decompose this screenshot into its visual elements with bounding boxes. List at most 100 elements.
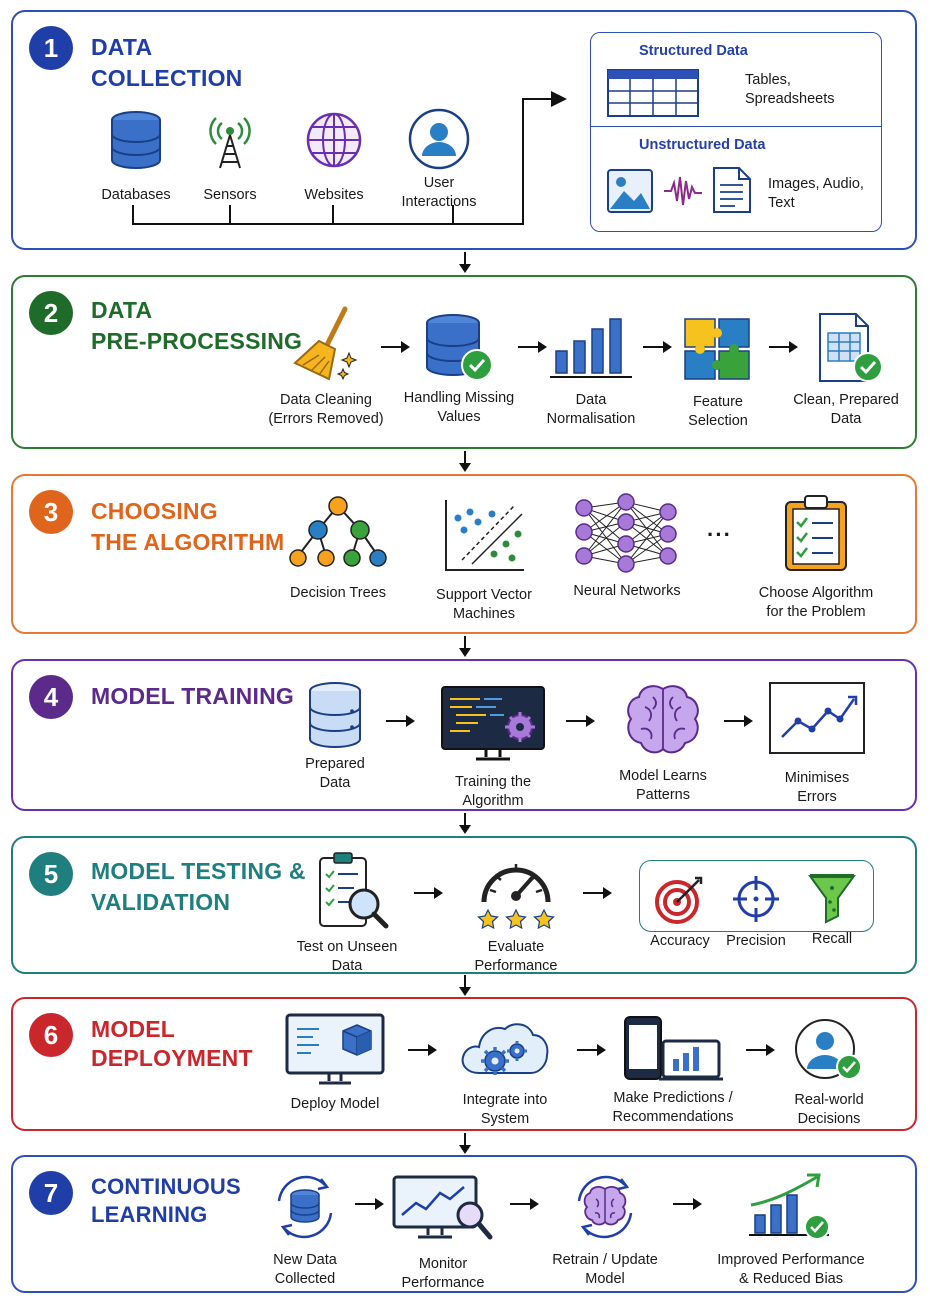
- structured-data-desc: Tables, Spreadsheets: [745, 72, 835, 107]
- database-check-icon: [426, 314, 493, 381]
- train-minimises-errors: Minimises Errors: [765, 681, 869, 807]
- stage-number: 2: [29, 291, 73, 335]
- step-handling-missing: Handling Missing Values: [393, 313, 525, 427]
- database-icon: [309, 682, 361, 748]
- down-arrow-5: [459, 975, 471, 996]
- sources-connector: [132, 91, 567, 225]
- user-check-icon: [795, 1019, 862, 1080]
- arrow-right: [518, 341, 547, 353]
- gauge-stars-icon: [477, 864, 555, 930]
- source-databases: Databases: [91, 110, 181, 205]
- decision-tree-icon: [289, 496, 387, 567]
- stage-title: CHOOSING THE ALGORITHM: [91, 498, 285, 555]
- devices-chart-icon: [624, 1016, 723, 1081]
- cloud-gears-icon: [461, 1023, 549, 1075]
- stage-model-deployment: 6 MODEL DEPLOYMENT Deploy Model Integrat…: [11, 997, 917, 1131]
- source-sensors: Sensors: [185, 110, 275, 205]
- arrow-right: [355, 1198, 384, 1210]
- table-icon: [607, 69, 699, 117]
- down-arrow-3: [459, 636, 471, 657]
- step-clean-data: Clean, Prepared Data: [783, 313, 909, 429]
- more-algorithms-ellipsis: ···: [707, 522, 732, 547]
- algo-svm: Support Vector Machines: [419, 498, 549, 624]
- image-icon: [607, 169, 653, 213]
- stage-number: 4: [29, 675, 73, 719]
- learn-retrain: Retrain / Update Model: [539, 1171, 671, 1289]
- stage-title: MODEL DEPLOYMENT: [91, 1016, 253, 1071]
- puzzle-icon: [684, 318, 750, 380]
- deploy-model: Deploy Model: [279, 1013, 391, 1114]
- deploy-integrate: Integrate into System: [449, 1017, 561, 1129]
- clean-sheet-icon: [819, 313, 883, 382]
- algo-neural-networks: Neural Networks: [561, 492, 693, 601]
- monitor-code-icon: [441, 686, 545, 761]
- growth-chart-check-icon: [749, 1173, 830, 1240]
- stage-data-collection: 1 DATA COLLECTION Databases Sensors Webs…: [11, 10, 917, 250]
- structured-data-heading: Structured Data: [639, 43, 748, 59]
- arrow-right: [414, 887, 443, 899]
- test-evaluate-performance: Evaluate Performance: [457, 852, 575, 976]
- stage-title: CONTINUOUS LEARNING: [91, 1174, 241, 1227]
- funnel-icon: [808, 874, 856, 924]
- bar-chart-icon: [550, 318, 632, 378]
- target-icon: [655, 876, 703, 924]
- arrow-right: [769, 341, 798, 353]
- stage-number: 6: [29, 1013, 73, 1057]
- user-icon: [408, 108, 470, 170]
- stage-testing-validation: 5 MODEL TESTING & VALIDATION Test on Uns…: [11, 836, 917, 974]
- stage-data-preprocessing: 2 DATA PRE-PROCESSING Data Cleaning (Err…: [11, 275, 917, 449]
- brain-cycle-icon: [577, 1175, 633, 1239]
- globe-icon: [306, 112, 362, 168]
- step-normalisation: Data Normalisation: [535, 315, 647, 429]
- learn-monitor-performance: Monitor Performance: [389, 1175, 497, 1293]
- stage-title: DATA PRE-PROCESSING: [91, 297, 303, 354]
- metric-precision: Precision: [719, 874, 793, 951]
- stage-number: 7: [29, 1171, 73, 1215]
- down-arrow-6: [459, 1133, 471, 1154]
- metric-accuracy: Accuracy: [643, 874, 717, 951]
- database-icon: [111, 111, 161, 169]
- metrics-panel: [639, 860, 874, 932]
- stage-title: MODEL TESTING & VALIDATION: [91, 858, 306, 915]
- arrow-right: [583, 887, 612, 899]
- stage-number: 3: [29, 490, 73, 534]
- document-icon: [713, 167, 751, 213]
- metric-recall: Recall: [797, 872, 867, 949]
- step-feature-selection: Feature Selection: [677, 317, 759, 431]
- neural-network-icon: [575, 493, 677, 573]
- data-types-divider: [591, 126, 881, 127]
- learn-new-data: New Data Collected: [259, 1171, 351, 1289]
- monitor-cube-icon: [285, 1013, 385, 1085]
- down-arrow-1: [459, 252, 471, 273]
- audio-wave-icon: [664, 176, 702, 206]
- stage-title: DATA COLLECTION: [91, 34, 243, 91]
- stage-number: 5: [29, 852, 73, 896]
- train-algorithm: Training the Algorithm: [433, 685, 553, 811]
- learn-improved-performance: Improved Performance & Reduced Bias: [707, 1171, 875, 1289]
- brain-icon: [627, 685, 699, 754]
- stage-model-training: 4 MODEL TRAINING Prepared Data Training …: [11, 659, 917, 811]
- deploy-decisions: Real-world Decisions: [781, 1017, 877, 1129]
- arrow-right: [566, 715, 595, 727]
- unstructured-data-desc: Images, Audio, Text: [768, 176, 864, 211]
- monitor-magnifier-icon: [392, 1175, 493, 1240]
- source-user-interactions: User Interactions: [389, 108, 489, 212]
- svm-scatter-icon: [445, 500, 524, 571]
- arrow-right: [673, 1198, 702, 1210]
- arrow-right: [408, 1044, 437, 1056]
- arrow-right: [577, 1044, 606, 1056]
- test-unseen-data: Test on Unseen Data: [285, 852, 409, 976]
- down-arrow-2: [459, 451, 471, 472]
- antenna-icon: [209, 117, 251, 169]
- broom-icon: [293, 306, 358, 381]
- stage-title: MODEL TRAINING: [91, 683, 294, 709]
- arrow-right: [381, 341, 410, 353]
- stage-continuous-learning: 7 CONTINUOUS LEARNING New Data Collected…: [11, 1155, 917, 1293]
- arrow-right: [510, 1198, 539, 1210]
- deploy-predictions: Make Predictions / Recommendations: [601, 1015, 745, 1127]
- step-data-cleaning: Data Cleaning (Errors Removed): [261, 305, 391, 429]
- clipboard-magnifier-icon: [319, 852, 389, 929]
- line-chart-icon: [769, 682, 865, 754]
- down-arrow-4: [459, 813, 471, 834]
- checklist-clipboard-icon: [785, 495, 847, 571]
